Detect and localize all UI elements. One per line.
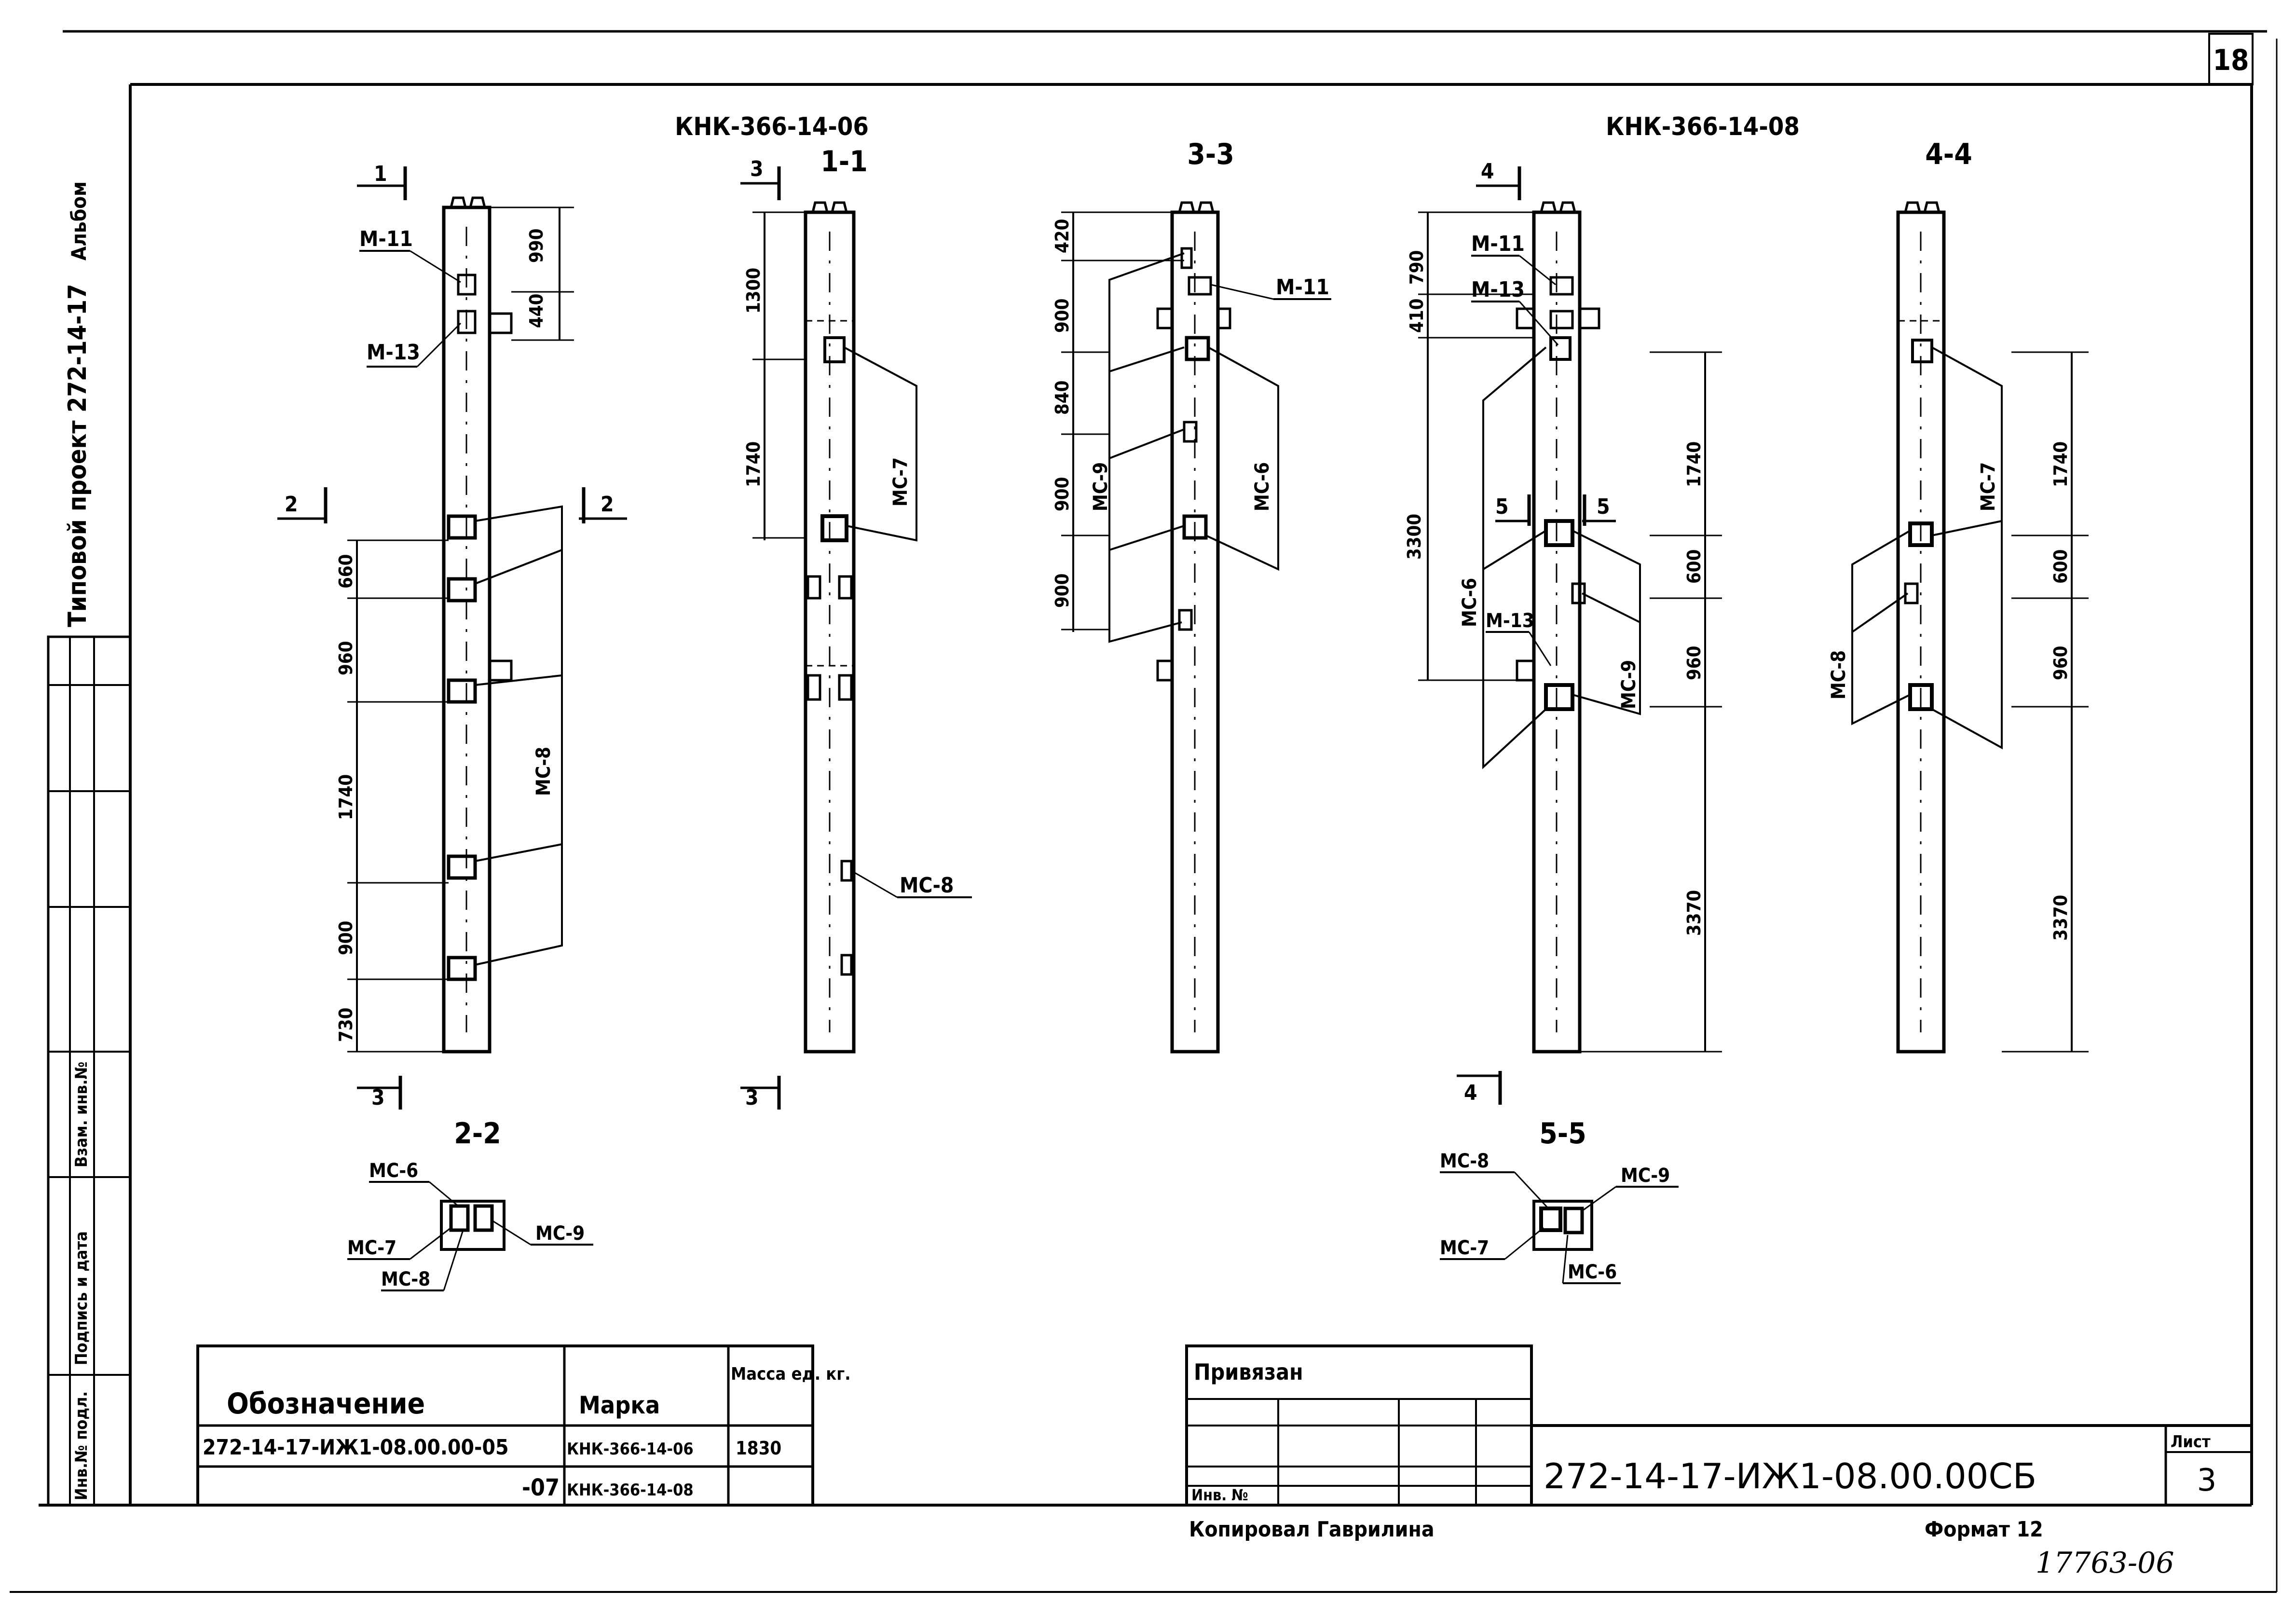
spec-r1-mark: КНК-366-14-06 bbox=[567, 1440, 694, 1459]
dim-440: 440 bbox=[526, 294, 547, 328]
section-4-4: 4-4 МС-7 МС-8 1740 600 960 3370 bbox=[1828, 137, 2089, 1054]
cut-mark-3b: 3 bbox=[750, 157, 764, 181]
section-1-1-title: 1-1 bbox=[820, 145, 868, 178]
label-mc9-a: МС-9 bbox=[1090, 462, 1112, 511]
sheet-value: 3 bbox=[2197, 1463, 2217, 1498]
cut-mark-4b: 4 bbox=[1464, 1081, 1477, 1105]
title-knk-06: КНК-366-14-06 bbox=[675, 112, 869, 141]
section-5-5-title: 5-5 bbox=[1539, 1117, 1586, 1151]
spec-r2-designation: -07 bbox=[522, 1474, 560, 1501]
dim-840: 840 bbox=[1052, 381, 1073, 415]
spec-header-mass: Масса ед. кг. bbox=[731, 1364, 851, 1384]
spec-r1-mass: 1830 bbox=[736, 1438, 781, 1459]
dim-3370: 3370 bbox=[1683, 890, 1705, 936]
footer-handwritten-number: 17763-06 bbox=[2036, 1546, 2174, 1580]
dim-1300: 1300 bbox=[743, 268, 764, 314]
document-code: 272-14-17-ИЖ1-08.00.00СБ bbox=[1544, 1456, 2036, 1496]
label-m11-b: М-11 bbox=[1276, 275, 1329, 300]
spec-r1-designation: 272-14-17-ИЖ1-08.00.00-05 bbox=[203, 1435, 509, 1460]
section-2-2-title: 2-2 bbox=[454, 1117, 501, 1151]
section-3-3: 3-3 М-11 МС-9 МС-6 420 900 840 900 bbox=[1052, 137, 1331, 1054]
spec-header-mark: Марка bbox=[579, 1391, 660, 1419]
cut-mark-5b: 5 bbox=[1597, 494, 1610, 519]
label-m13-b: М-13 bbox=[1471, 277, 1525, 302]
dim-960-c: 960 bbox=[2050, 646, 2071, 680]
dim-420: 420 bbox=[1052, 219, 1073, 253]
title-block: Привязан Инв. № 272-14-17-ИЖ1-08.00.00СБ… bbox=[1185, 1344, 2252, 1507]
label-mc6-a: МС-6 bbox=[1251, 462, 1273, 511]
cut-mark-1: 1 bbox=[374, 162, 387, 186]
cut-mark-5a: 5 bbox=[1495, 494, 1509, 519]
dim-960-b: 960 bbox=[1683, 646, 1705, 680]
cut-mark-4a: 4 bbox=[1481, 159, 1494, 184]
label-mc7-b: МС-7 bbox=[1977, 462, 1999, 511]
cut-mark-3c: 3 bbox=[745, 1085, 759, 1110]
label-mc6-b: МС-6 bbox=[1459, 578, 1481, 627]
footer-format: Формат 12 bbox=[1925, 1517, 2043, 1542]
label-m13: М-13 bbox=[367, 340, 420, 365]
column-view-front-08: МС-6 МС-9 М-11 М-13 М-13 4 5 5 4 790 410… bbox=[1404, 159, 1722, 1105]
dim-960: 960 bbox=[335, 641, 356, 675]
cut-mark-3a: 3 bbox=[371, 1085, 385, 1110]
label-mc9-c: МС-9 bbox=[535, 1222, 585, 1245]
label-m11: М-11 bbox=[359, 227, 413, 251]
dim-900-a: 900 bbox=[1052, 299, 1073, 333]
title-block-inv-no: Инв. № bbox=[1191, 1486, 1248, 1504]
label-mc8: МС-8 bbox=[533, 747, 555, 796]
stamp-inv-no: Инв.№ подл. bbox=[72, 1391, 91, 1500]
dim-990: 990 bbox=[526, 229, 547, 263]
label-mc6-d: МС-6 bbox=[1568, 1261, 1617, 1283]
section-5-5: 5-5 МС-8 МС-9 МС-7 МС-6 bbox=[1440, 1117, 1679, 1284]
label-mc8-c: МС-8 bbox=[1828, 650, 1850, 699]
stamp-project: Типовой проект 272-14-17 bbox=[63, 284, 92, 627]
cut-mark-2a: 2 bbox=[285, 492, 298, 517]
spec-table: Обозначение Марка Масса ед. кг. 272-14-1… bbox=[196, 1344, 851, 1507]
section-2-2: 2-2 МС-6 МС-9 МС-7 МС-8 bbox=[347, 1117, 593, 1291]
section-4-4-title: 4-4 bbox=[1925, 137, 1972, 171]
sheet-label: Лист bbox=[2171, 1432, 2211, 1452]
dim-600: 600 bbox=[1683, 549, 1705, 584]
label-mc8-b: МС-8 bbox=[900, 873, 954, 898]
dim-900-c: 900 bbox=[1052, 574, 1073, 608]
dim-1740-b: 1740 bbox=[743, 441, 764, 487]
spec-r2-mark: КНК-366-14-08 bbox=[567, 1481, 694, 1500]
dim-730: 730 bbox=[335, 1008, 356, 1042]
stamp-album: Альбом bbox=[67, 181, 91, 261]
section-3-3-title: 3-3 bbox=[1187, 137, 1234, 171]
label-mc9-b: МС-9 bbox=[1618, 660, 1640, 709]
dim-1740-c: 1740 bbox=[1683, 441, 1705, 487]
stamp-sign-date: Подпись и дата bbox=[72, 1231, 91, 1365]
dim-3300: 3300 bbox=[1404, 514, 1425, 560]
column-view-front-06: 990 440 660 960 1740 900 730 М-11 М-13 М… bbox=[277, 162, 627, 1110]
section-1-1: 1-1 3 МС-7 1300 1740 МС-8 3 bbox=[740, 145, 972, 1110]
footer-copied-by: Копировал Гаврилина bbox=[1189, 1517, 1435, 1542]
label-mc8-d: МС-8 bbox=[381, 1268, 430, 1290]
dim-410: 410 bbox=[1406, 299, 1427, 333]
label-mc7-d: МС-7 bbox=[1440, 1237, 1489, 1259]
stamp-replaced-inv: Взам. инв.№ bbox=[72, 1062, 91, 1167]
label-mc7-c: МС-7 bbox=[347, 1237, 396, 1259]
dim-900-b: 900 bbox=[1052, 477, 1073, 511]
label-m13-c: М-13 bbox=[1486, 610, 1534, 632]
label-mc8-e: МС-8 bbox=[1440, 1150, 1489, 1172]
side-stamp: Типовой проект 272-14-17 Альбом Инв.№ по… bbox=[47, 181, 132, 1507]
label-mc6-c: МС-6 bbox=[369, 1160, 418, 1182]
title-knk-08: КНК-366-14-08 bbox=[1606, 112, 1800, 141]
spec-header-designation: Обозначение bbox=[227, 1387, 425, 1421]
label-mc9-d: МС-9 bbox=[1621, 1165, 1670, 1187]
dim-660: 660 bbox=[335, 554, 356, 589]
cut-mark-2b: 2 bbox=[601, 492, 614, 517]
dim-790: 790 bbox=[1406, 250, 1427, 285]
label-m11-c: М-11 bbox=[1471, 232, 1525, 256]
dim-600-b: 600 bbox=[2050, 549, 2071, 584]
dim-1740-d: 1740 bbox=[2050, 441, 2071, 487]
dim-1740: 1740 bbox=[335, 774, 356, 820]
dim-900: 900 bbox=[335, 921, 356, 955]
sheet-number: 18 bbox=[2213, 43, 2249, 77]
title-block-linked: Привязан bbox=[1194, 1359, 1303, 1385]
label-mc7-a: МС-7 bbox=[889, 457, 912, 507]
dim-3370-b: 3370 bbox=[2050, 895, 2071, 941]
